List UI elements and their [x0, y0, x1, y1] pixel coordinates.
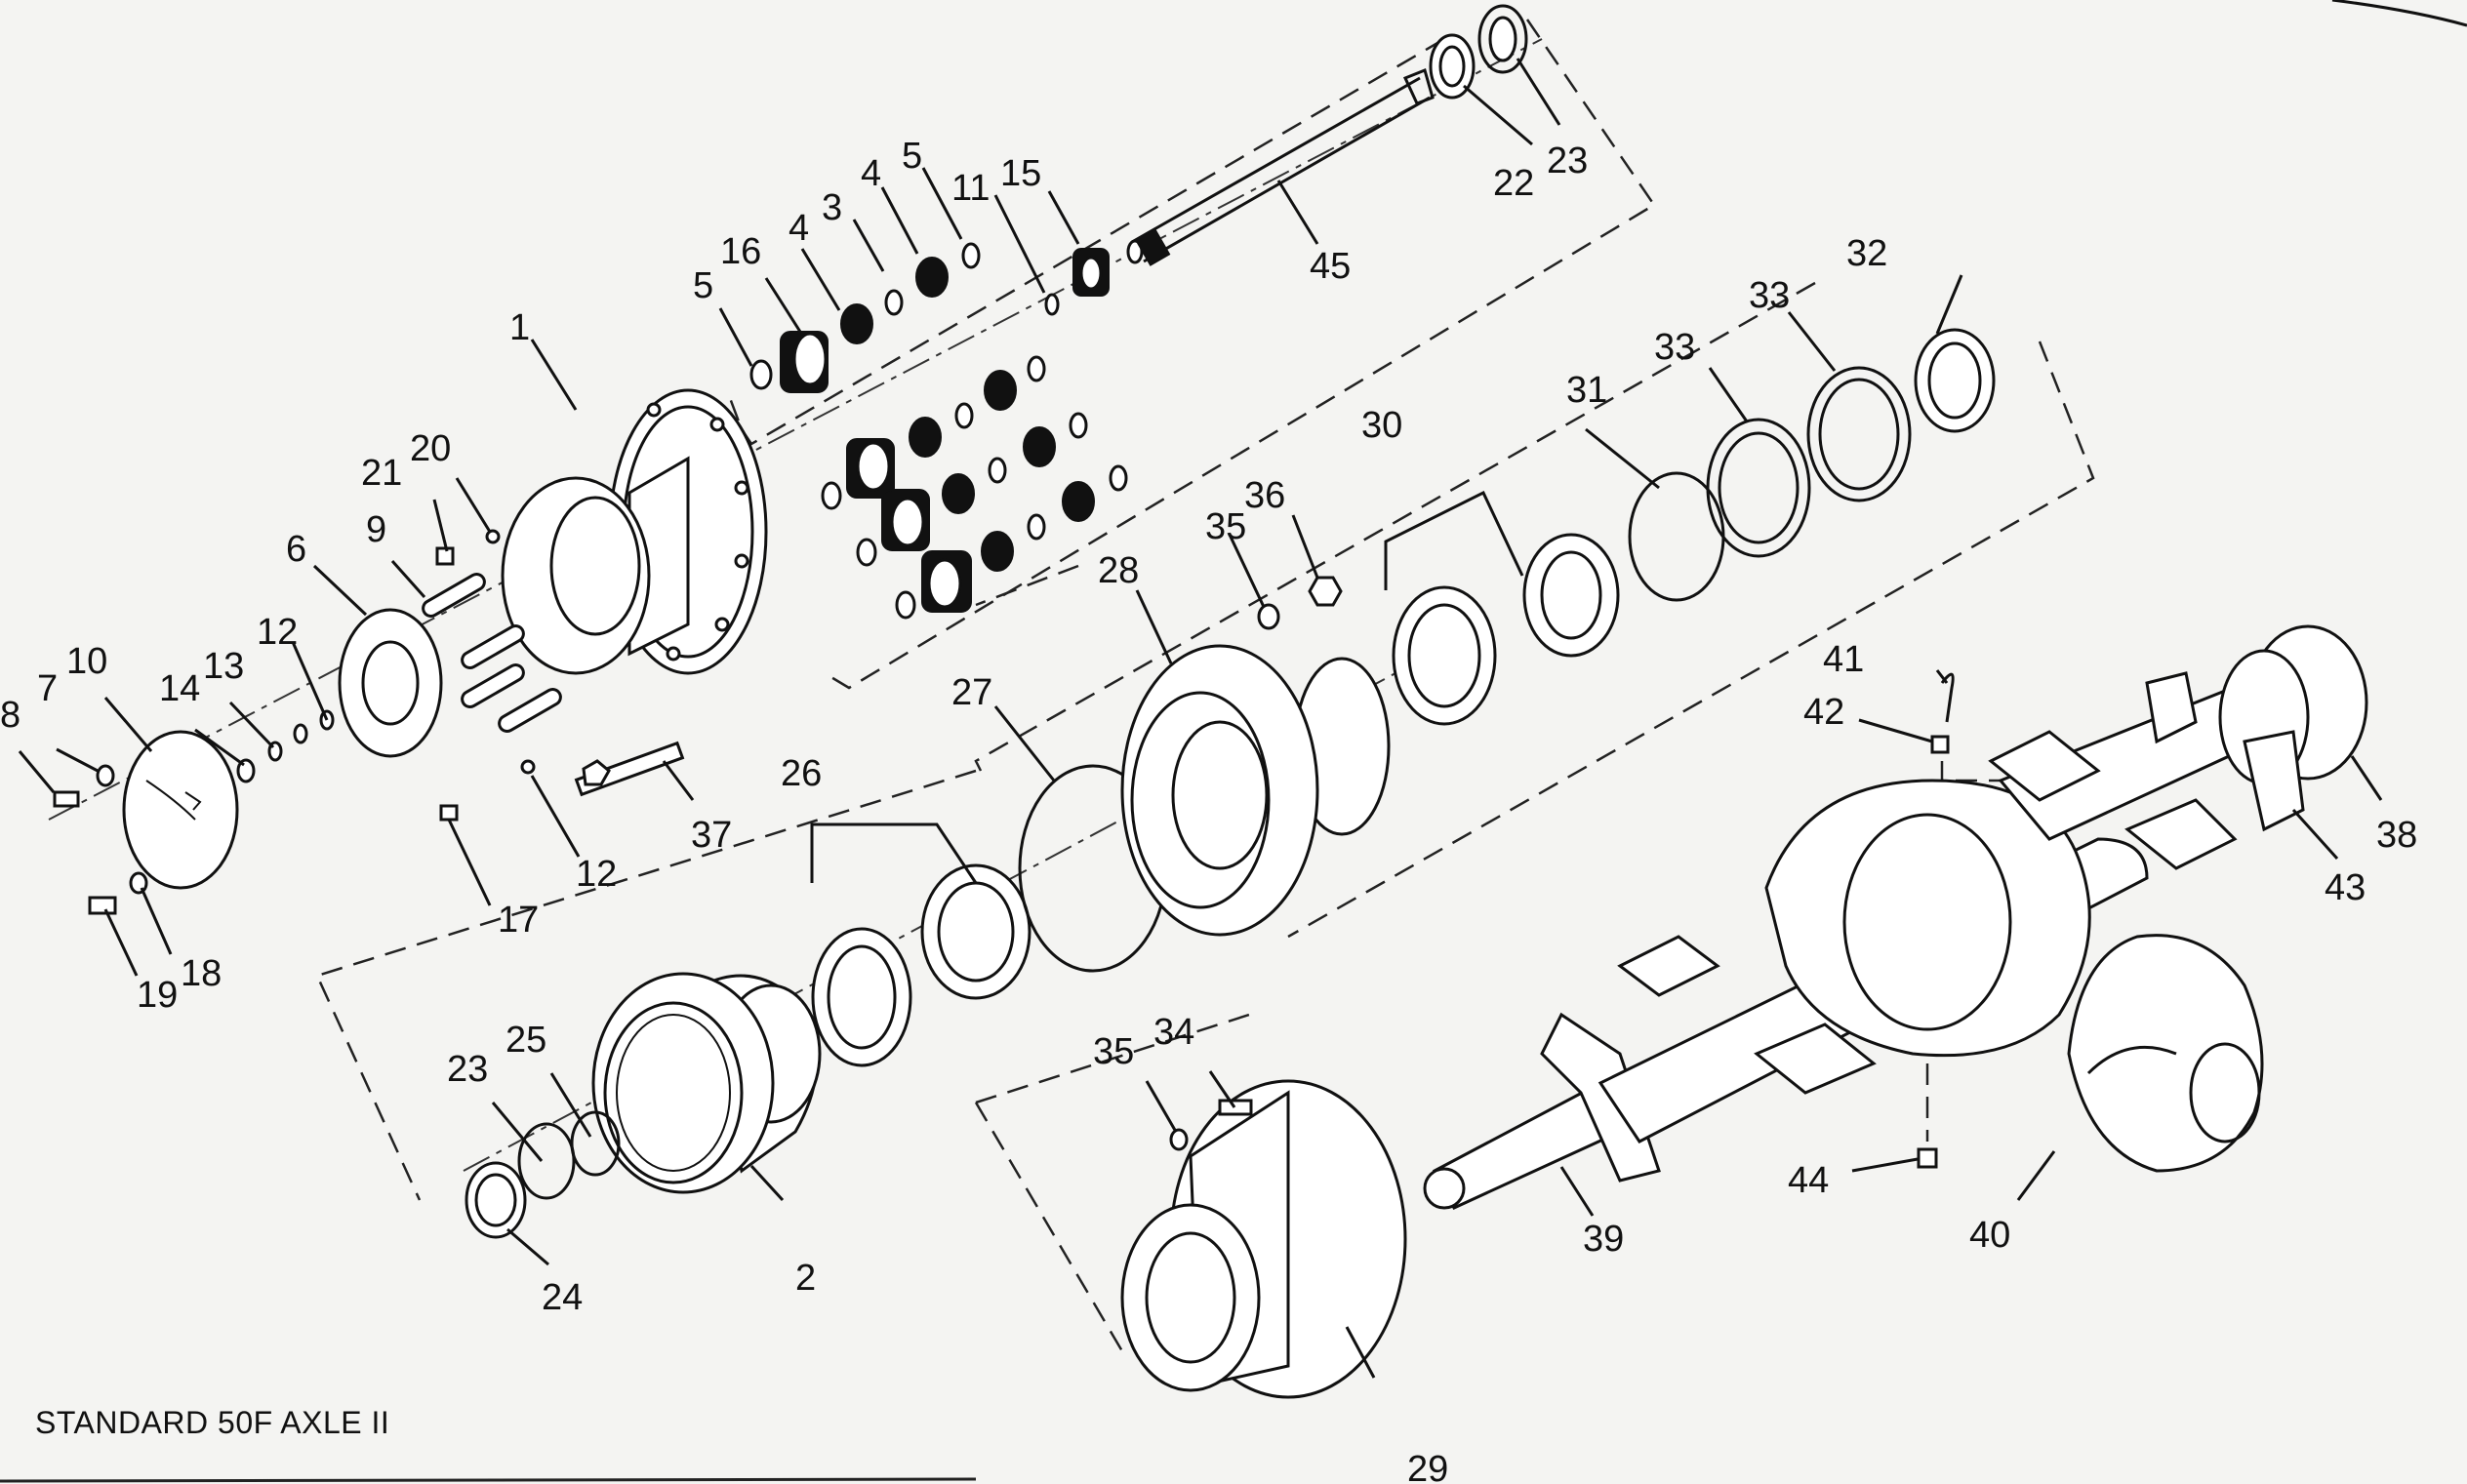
callout-4b: 4: [861, 153, 881, 194]
callout-19: 19: [137, 975, 178, 1016]
callout-13: 13: [203, 646, 244, 687]
callout-35a: 35: [1205, 506, 1246, 547]
callout-7: 7: [37, 668, 58, 709]
planet-carrier-1: [501, 388, 768, 675]
washer-35-upper: [1257, 603, 1280, 630]
callout-4a: 4: [789, 208, 809, 249]
washer-35-lower: [1169, 1128, 1189, 1151]
planet-gear-assembly: [749, 242, 1128, 620]
callout-14: 14: [159, 668, 200, 709]
fitting-42: [1930, 735, 1950, 754]
callout-9: 9: [366, 509, 386, 550]
callout-26: 26: [781, 753, 822, 794]
callout-18: 18: [181, 953, 222, 994]
callout-31: 31: [1566, 370, 1607, 411]
wheel-hub-28: [1120, 644, 1391, 937]
pin-12-lower: [520, 759, 536, 775]
callout-37: 37: [691, 815, 732, 856]
washers-12-13-14: [236, 709, 335, 783]
pins-9: [422, 573, 562, 733]
bearing-26: [811, 863, 1031, 1067]
callout-33b: 33: [1654, 327, 1695, 368]
callout-labels: 1 2 3 4 4 5 5 6 7 8 9 10 11 12 12 13 14 …: [0, 136, 2417, 1484]
bolt-19: [88, 896, 117, 915]
callout-44: 44: [1788, 1160, 1829, 1201]
callout-38: 38: [2376, 815, 2417, 856]
axle-housing: [1597, 624, 2368, 1143]
callout-27: 27: [951, 672, 992, 713]
callout-3: 3: [822, 187, 842, 228]
diff-cover-40: [2067, 934, 2264, 1173]
callout-42: 42: [1803, 692, 1844, 733]
callout-43: 43: [2325, 867, 2366, 908]
washer-7: [96, 764, 115, 787]
callout-35b: 35: [1093, 1031, 1134, 1072]
fastener-20: [485, 529, 501, 544]
flange-6: [338, 608, 443, 758]
callout-21: 21: [361, 453, 402, 494]
callout-8: 8: [0, 695, 20, 736]
callout-28: 28: [1098, 550, 1139, 591]
callout-6: 6: [286, 529, 306, 570]
ring-31: [1628, 471, 1725, 602]
bearing-30: [1392, 533, 1620, 726]
washer-18: [129, 871, 148, 895]
callout-12b: 12: [576, 854, 617, 895]
seal-33a: [1706, 418, 1811, 558]
callout-41: 41: [1823, 639, 1864, 680]
callout-17: 17: [498, 900, 539, 941]
callout-23a: 23: [1547, 140, 1588, 181]
nut-44: [1917, 1147, 1938, 1169]
callout-29: 29: [1407, 1449, 1448, 1484]
stud-37: [574, 741, 685, 797]
callout-15: 15: [1000, 153, 1041, 194]
callout-36: 36: [1244, 475, 1285, 516]
callout-34: 34: [1153, 1012, 1194, 1053]
seal-33b: [1806, 366, 1912, 502]
axle-shaft-45: [1126, 67, 1435, 266]
diagram-caption: STANDARD 50F AXLE II: [35, 1405, 390, 1440]
cover-plate-10: [122, 730, 239, 890]
scan-edge-bottom: [0, 1477, 977, 1483]
callout-24: 24: [542, 1277, 583, 1318]
thrust-washer-23-top: [1477, 4, 1528, 74]
callout-10: 10: [66, 641, 107, 682]
brake-drum-29: [1120, 1079, 1407, 1399]
callout-20: 20: [410, 428, 451, 469]
callout-12a: 12: [257, 612, 298, 653]
bolt-34: [1218, 1099, 1253, 1116]
callout-32: 32: [1846, 233, 1887, 274]
ring-23-lower: [517, 1122, 576, 1200]
callout-25: 25: [506, 1020, 546, 1061]
callout-33a: 33: [1749, 275, 1790, 316]
callout-5b: 5: [902, 136, 922, 177]
ring-gear-2: [591, 972, 822, 1194]
callout-39: 39: [1583, 1219, 1624, 1260]
callout-23b: 23: [447, 1049, 488, 1090]
callout-45: 45: [1310, 246, 1351, 287]
callout-5a: 5: [693, 265, 713, 306]
callout-1: 1: [509, 307, 530, 348]
thrust-washer-22: [1429, 33, 1476, 100]
spindle-39: [1423, 1012, 1661, 1210]
fastener-21: [435, 546, 455, 566]
bolt-17: [439, 804, 459, 822]
bolt-8: [53, 790, 80, 808]
snap-ring-25: [570, 1110, 621, 1177]
sleeve-32: [1914, 328, 1996, 433]
callout-2: 2: [795, 1258, 816, 1299]
leader-lines: [18, 58, 2383, 1379]
scan-edge-corner: [2331, 0, 2467, 27]
callout-30: 30: [1361, 405, 1402, 446]
nut-36: [1308, 576, 1343, 607]
callout-22: 22: [1493, 163, 1534, 204]
callout-11: 11: [951, 168, 990, 209]
callout-40: 40: [1969, 1215, 2010, 1256]
callout-16: 16: [720, 231, 761, 272]
